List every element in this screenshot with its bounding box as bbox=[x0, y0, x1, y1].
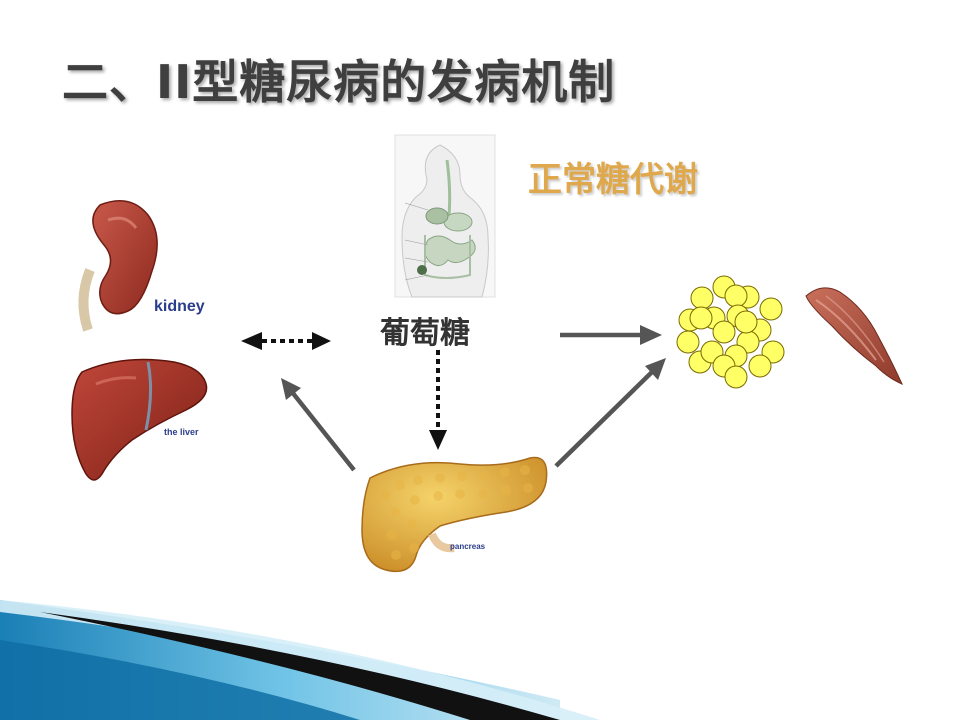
arrowhead-fat-lower bbox=[645, 358, 666, 380]
muscle-illustration bbox=[805, 287, 903, 385]
arrowhead-down bbox=[429, 430, 447, 450]
arrowhead-right bbox=[312, 332, 331, 350]
kidney-illustration bbox=[78, 200, 158, 332]
flow-arrows bbox=[241, 325, 666, 472]
arrowhead-liver bbox=[281, 378, 301, 400]
arrow-pancreas-to-liver bbox=[290, 390, 356, 472]
arrow-pancreas-to-fat bbox=[554, 370, 654, 468]
subtitle: 正常糖代谢 bbox=[528, 160, 698, 200]
liver-illustration bbox=[71, 358, 208, 481]
kidney-label: kidney bbox=[154, 298, 205, 315]
decorative-wave bbox=[0, 600, 600, 720]
pancreas-label: pancreas bbox=[450, 542, 486, 551]
fat-cells-illustration bbox=[676, 275, 785, 389]
liver-label: the liver bbox=[164, 427, 199, 437]
arrowhead-left bbox=[241, 332, 262, 350]
glucose-label: 葡萄糖 bbox=[380, 316, 470, 351]
slide-title: 二、II型糖尿病的发病机制 bbox=[62, 55, 616, 109]
arrowhead-fat bbox=[640, 325, 662, 345]
pancreas-illustration bbox=[361, 456, 548, 573]
digestive-system-illustration bbox=[394, 134, 496, 298]
